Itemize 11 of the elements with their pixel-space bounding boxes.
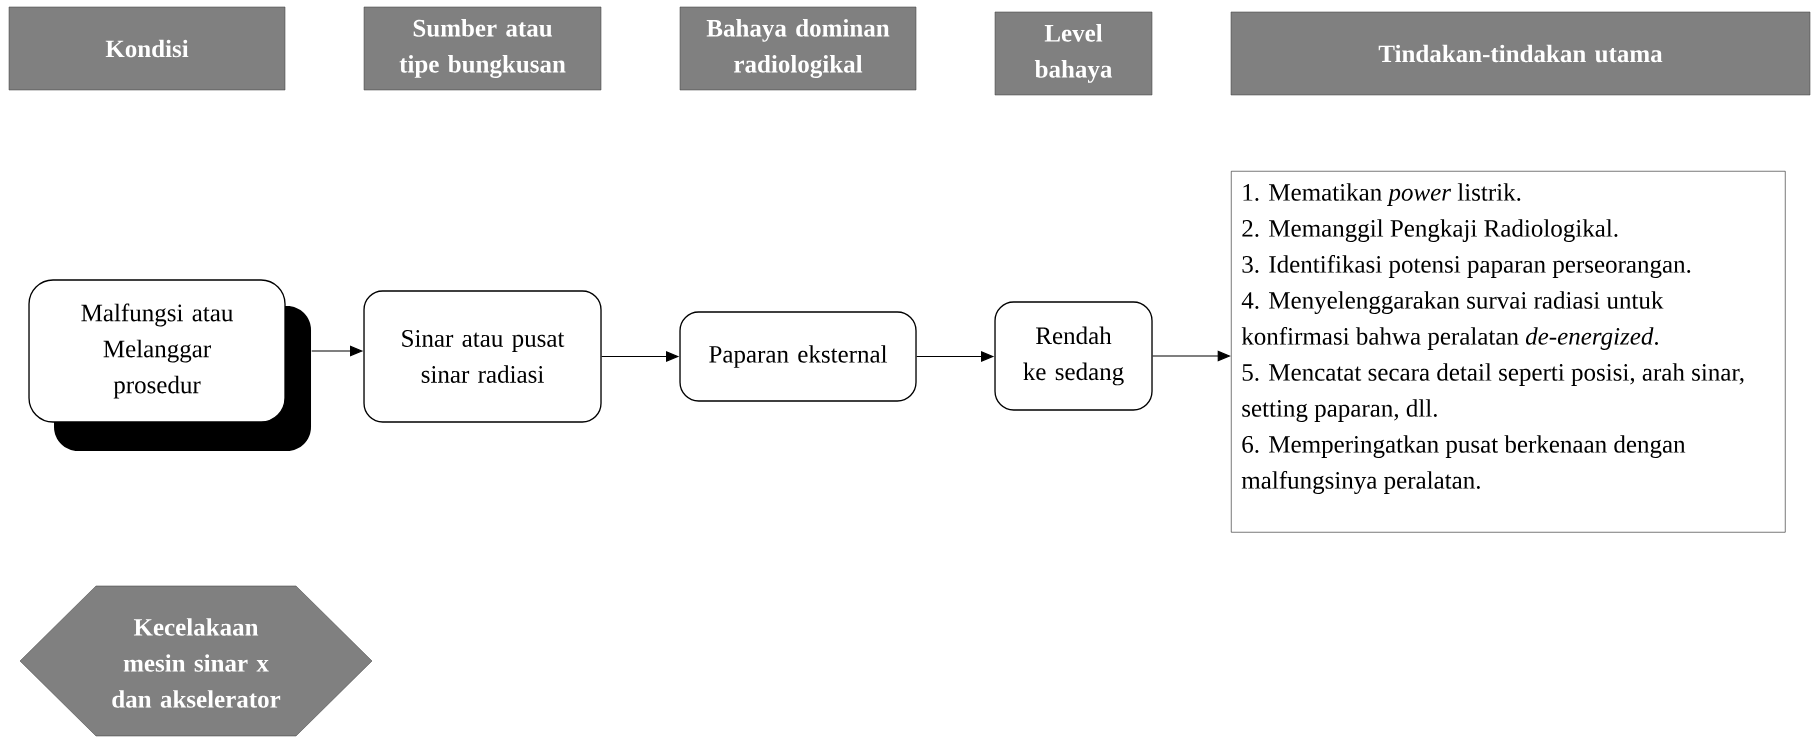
header-box: Level bahaya	[994, 11, 1153, 96]
header-box: Bahaya dominan radiologikal	[679, 6, 917, 91]
header-box: Tindakan-tindakan utama	[1230, 11, 1811, 96]
process-box: Malfungsi atau Melanggar prosedur	[28, 279, 311, 451]
process-box: Paparan eksternal	[679, 311, 917, 402]
hexagon: Kecelakaan mesin sinar x dan akselerator	[19, 585, 373, 737]
header-box: Kondisi	[8, 6, 286, 91]
action-list-box: 1. Mematikan power listrik. 2. Memanggil Pengkaji Radiologikal. 3. Identifikasi potensi paparan perseorangan. 4. Menyelenggarakan survai radiasi untuk konfirmasi bahwa peralatan de-energized. 5. Mencatat secara detail seperti posisi, arah sinar, setting paparan, dll. 6. Memperingatkan pusat berkenaan dengan malfungsinya peralatan.	[1231, 171, 1786, 533]
process-box: Rendah ke sedang	[994, 301, 1153, 411]
process-box: Sinar atau pusat sinar radiasi	[363, 290, 602, 423]
header-box: Sumber atau tipe bungkusan	[363, 6, 602, 91]
